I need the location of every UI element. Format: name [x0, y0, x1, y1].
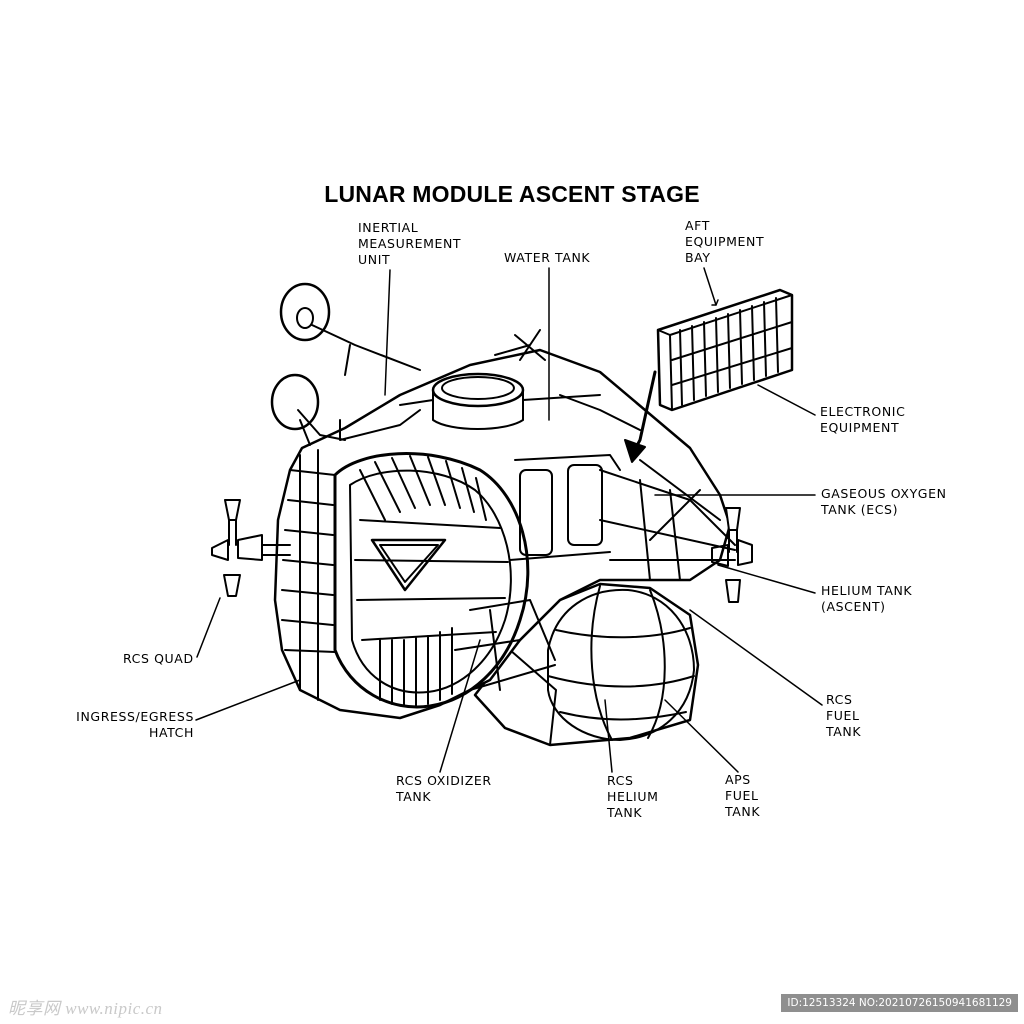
label-ingress-egress-hatch: INGRESS/EGRESS HATCH	[76, 709, 194, 740]
label-water-tank: WATER TANK	[504, 250, 591, 265]
watermark-id: ID:12513324 NO:20210726150941681129	[781, 994, 1018, 1012]
cabin-structure	[273, 348, 736, 720]
label-electronic-equipment: ELECTRONIC EQUIPMENT	[820, 404, 906, 435]
label-rcs-helium-tank: RCS HELIUM TANK	[607, 773, 659, 820]
left-rcs-quad-shape	[211, 499, 291, 597]
label-gaseous-oxygen-tank: GASEOUS OXYGEN TANK (ECS)	[821, 486, 947, 517]
label-rcs-oxidizer-tank: RCS OXIDIZER TANK	[396, 773, 492, 804]
label-helium-tank-ascent: HELIUM TANK (ASCENT)	[821, 583, 913, 614]
label-aft-equipment-bay: AFT EQUIPMENT BAY	[685, 218, 765, 265]
label-rcs-fuel-tank: RCS FUEL TANK	[826, 692, 862, 739]
label-aps-fuel-tank: APS FUEL TANK	[725, 772, 761, 819]
right-rcs-quad-shape	[711, 507, 753, 603]
aft-equipment-bay-shape	[624, 288, 794, 463]
watermark-left: 昵享网 www.nipic.cn	[8, 999, 163, 1018]
leader-lines	[195, 267, 823, 773]
diagram-title: LUNAR MODULE ASCENT STAGE	[324, 181, 700, 207]
label-rcs-quad: RCS QUAD	[123, 651, 194, 666]
steerable-antenna-shape	[270, 282, 546, 446]
label-inertial-measurement-unit: INERTIAL MEASUREMENT UNIT	[358, 220, 462, 267]
